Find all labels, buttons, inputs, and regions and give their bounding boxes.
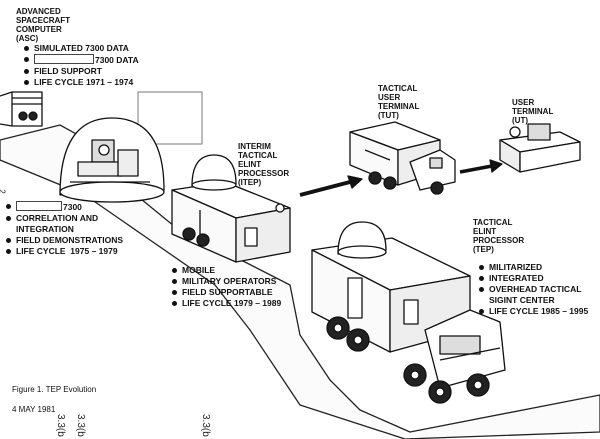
- classification-stamp: 3.3(b: [200, 414, 211, 437]
- itep-trailer-icon: [171, 154, 291, 263]
- list-item: MOBILE: [172, 265, 281, 276]
- list-item: MILITARIZED: [479, 262, 588, 273]
- redacted-block: [34, 54, 94, 64]
- classification-stamp: 3.3(b: [75, 414, 86, 437]
- list-item: FIELD SUPPORT: [24, 66, 139, 77]
- list-item: FIELD SUPPORTABLE: [172, 287, 281, 298]
- tut-truck-icon: [349, 121, 456, 195]
- list-item: LIFE CYCLE 1971 – 1974: [24, 77, 139, 88]
- list-item: LIFE CYCLE 1985 – 1995: [479, 306, 588, 317]
- classification-stamp: 3.3(b: [55, 414, 66, 437]
- tep-title: TACTICAL ELINT PROCESSOR (TEP): [473, 218, 525, 254]
- evolution-road: [0, 124, 600, 439]
- arrow-to-ut: [459, 159, 503, 174]
- figure-caption: Figure 1. TEP Evolution: [12, 385, 97, 394]
- list-item: FIELD DEMONSTRATIONS: [6, 235, 123, 246]
- stage2-list: 7300 CORRELATION AND INTEGRATION FIELD D…: [6, 201, 123, 257]
- operations-dome-icon: [59, 117, 165, 203]
- redacted-image-block: [137, 91, 203, 145]
- document-date: 4 MAY 1981: [12, 405, 56, 414]
- asc-computer-icon: [0, 91, 43, 127]
- ut-workstation-icon: [499, 123, 581, 173]
- arrow-to-tut: [299, 175, 363, 197]
- list-item: 7300 DATA: [24, 54, 139, 66]
- asc-list: SIMULATED 7300 DATA 7300 DATA FIELD SUPP…: [24, 43, 139, 88]
- list-item: LIFE CYCLE 1979 – 1989: [172, 298, 281, 309]
- list-item: MILITARY OPERATORS: [172, 276, 281, 287]
- list-item: SIMULATED 7300 DATA: [24, 43, 139, 54]
- list-item: INTEGRATED: [479, 273, 588, 284]
- list-item: 7300: [6, 201, 123, 213]
- tep-truck-icon: [311, 221, 506, 404]
- list-item: LIFE CYCLE 1975 – 1979: [6, 246, 123, 257]
- list-item: CORRELATION AND INTEGRATION: [6, 213, 123, 235]
- itep-title: INTERIM TACTICAL ELINT PROCESSOR (ITEP): [238, 142, 290, 187]
- tep-list: MILITARIZED INTEGRATED OVERHEAD TACTICAL…: [479, 262, 588, 317]
- asc-title: ADVANCED SPACECRAFT COMPUTER (ASC): [16, 7, 71, 43]
- tut-title: TACTICAL USER TERMINAL (TUT): [378, 84, 420, 120]
- itep-list: MOBILE MILITARY OPERATORS FIELD SUPPORTA…: [172, 265, 281, 309]
- list-item: OVERHEAD TACTICAL SIGINT CENTER: [479, 284, 588, 306]
- redacted-block: [16, 201, 62, 211]
- margin-mark: 2: [0, 189, 7, 193]
- ut-title: USER TERMINAL (UT): [512, 98, 554, 125]
